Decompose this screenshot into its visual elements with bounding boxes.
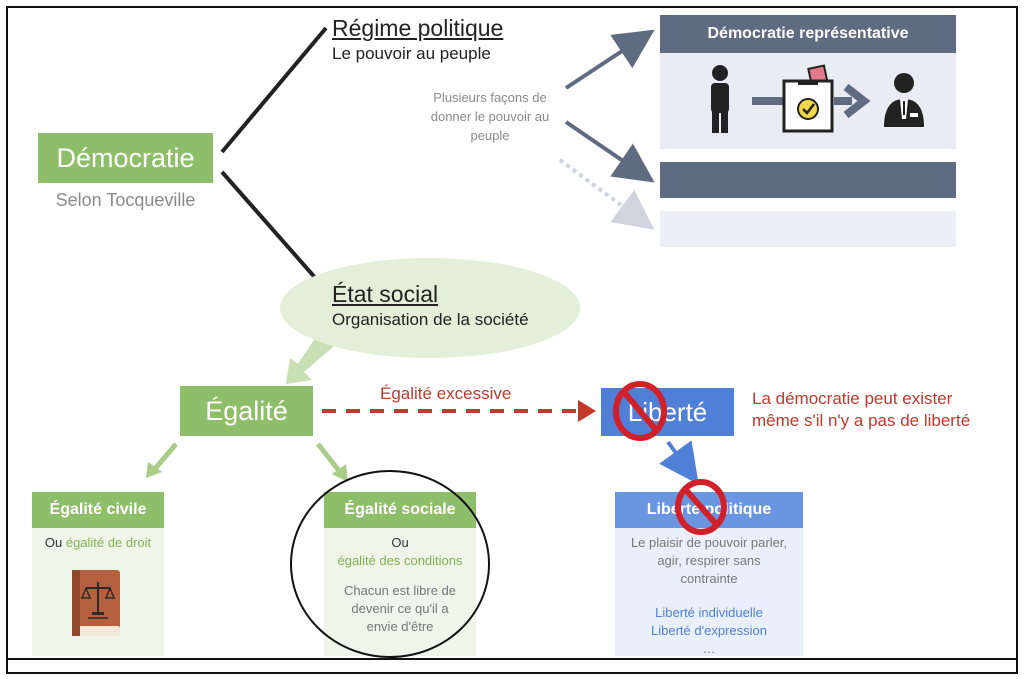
arrow-to-representative xyxy=(564,29,655,90)
representative-title: Démocratie représentative xyxy=(707,25,909,42)
prohibited-icon xyxy=(675,479,727,535)
egalite-box: Égalité xyxy=(180,386,313,436)
second-democracy-panel xyxy=(660,162,956,198)
liberte-politique-item2: Liberté d'expression xyxy=(651,623,767,638)
book-scales-icon xyxy=(72,570,120,636)
egalite-civile-prefix: Ou xyxy=(44,535,63,550)
person-icon xyxy=(711,65,729,133)
egalite-title: Égalité xyxy=(205,395,288,426)
liberte-politique-line1: Le plaisir de pouvoir parler, xyxy=(630,535,788,550)
representative-illustration xyxy=(660,53,956,149)
arrow-into-ballot xyxy=(752,97,792,105)
egalite-civile-desc: Ou égalité de droit xyxy=(32,534,164,552)
representative-header: Démocratie représentative xyxy=(660,15,956,53)
egalite-excessive-label: Égalité excessive xyxy=(380,384,512,403)
etat-social-title: État social xyxy=(332,281,439,307)
democratie-title: Démocratie xyxy=(56,142,195,173)
arrow-right-icon xyxy=(834,83,871,119)
egalite-civile-title: Égalité civile xyxy=(32,492,164,528)
liberte-note-line2: même s'il n'y a pas de liberté xyxy=(752,411,971,430)
regime-title: Régime politique xyxy=(332,15,504,41)
third-democracy-panel xyxy=(660,211,956,247)
liberte-politique-item1: Liberté individuelle xyxy=(655,605,763,620)
businessman-icon xyxy=(884,73,924,127)
arrow-to-egalite-sociale-head xyxy=(332,464,348,482)
egalite-civile-card: Égalité civile Ou égalité de droit xyxy=(32,492,164,656)
line-to-etat-social xyxy=(220,170,328,292)
arrow-to-egalite-civile xyxy=(152,442,178,472)
democratie-box: Démocratie xyxy=(38,133,213,183)
arrow-to-egalite-sociale xyxy=(316,442,342,474)
liberte-politique-line3: contrainte xyxy=(680,571,738,586)
etat-social-bubble xyxy=(280,258,580,358)
regime-subtitle: Le pouvoir au peuple xyxy=(332,44,491,63)
arrow-to-egalite-civile-head xyxy=(146,462,162,478)
arrow-egalite-excessive-head xyxy=(578,400,596,422)
liberte-note: La démocratie peut exister même s'il n'y… xyxy=(752,388,970,432)
arrow-to-light-panel xyxy=(558,158,655,230)
footer-bar xyxy=(6,658,1018,674)
regime-note: Plusieurs façons de donner le pouvoir au… xyxy=(430,90,550,143)
democratie-subtitle: Selon Tocqueville xyxy=(55,190,196,210)
arrow-to-liberte-politique xyxy=(659,440,699,485)
liberte-politique-item3: … xyxy=(702,641,716,656)
egalite-civile-highlight: égalité de droit xyxy=(65,535,152,550)
arrow-to-dark-panel xyxy=(564,120,655,183)
arrow-social-to-egalite xyxy=(286,334,334,384)
line-to-regime xyxy=(220,26,328,154)
ballot-box-icon xyxy=(782,64,834,133)
liberte-note-line1: La démocratie peut exister xyxy=(752,389,953,408)
prohibited-icon xyxy=(613,381,667,441)
liberte-politique-line2: agir, respirer sans xyxy=(657,553,761,568)
etat-social-subtitle: Organisation de la société xyxy=(332,310,529,329)
egalite-sociale-highlight-circle xyxy=(290,470,490,658)
